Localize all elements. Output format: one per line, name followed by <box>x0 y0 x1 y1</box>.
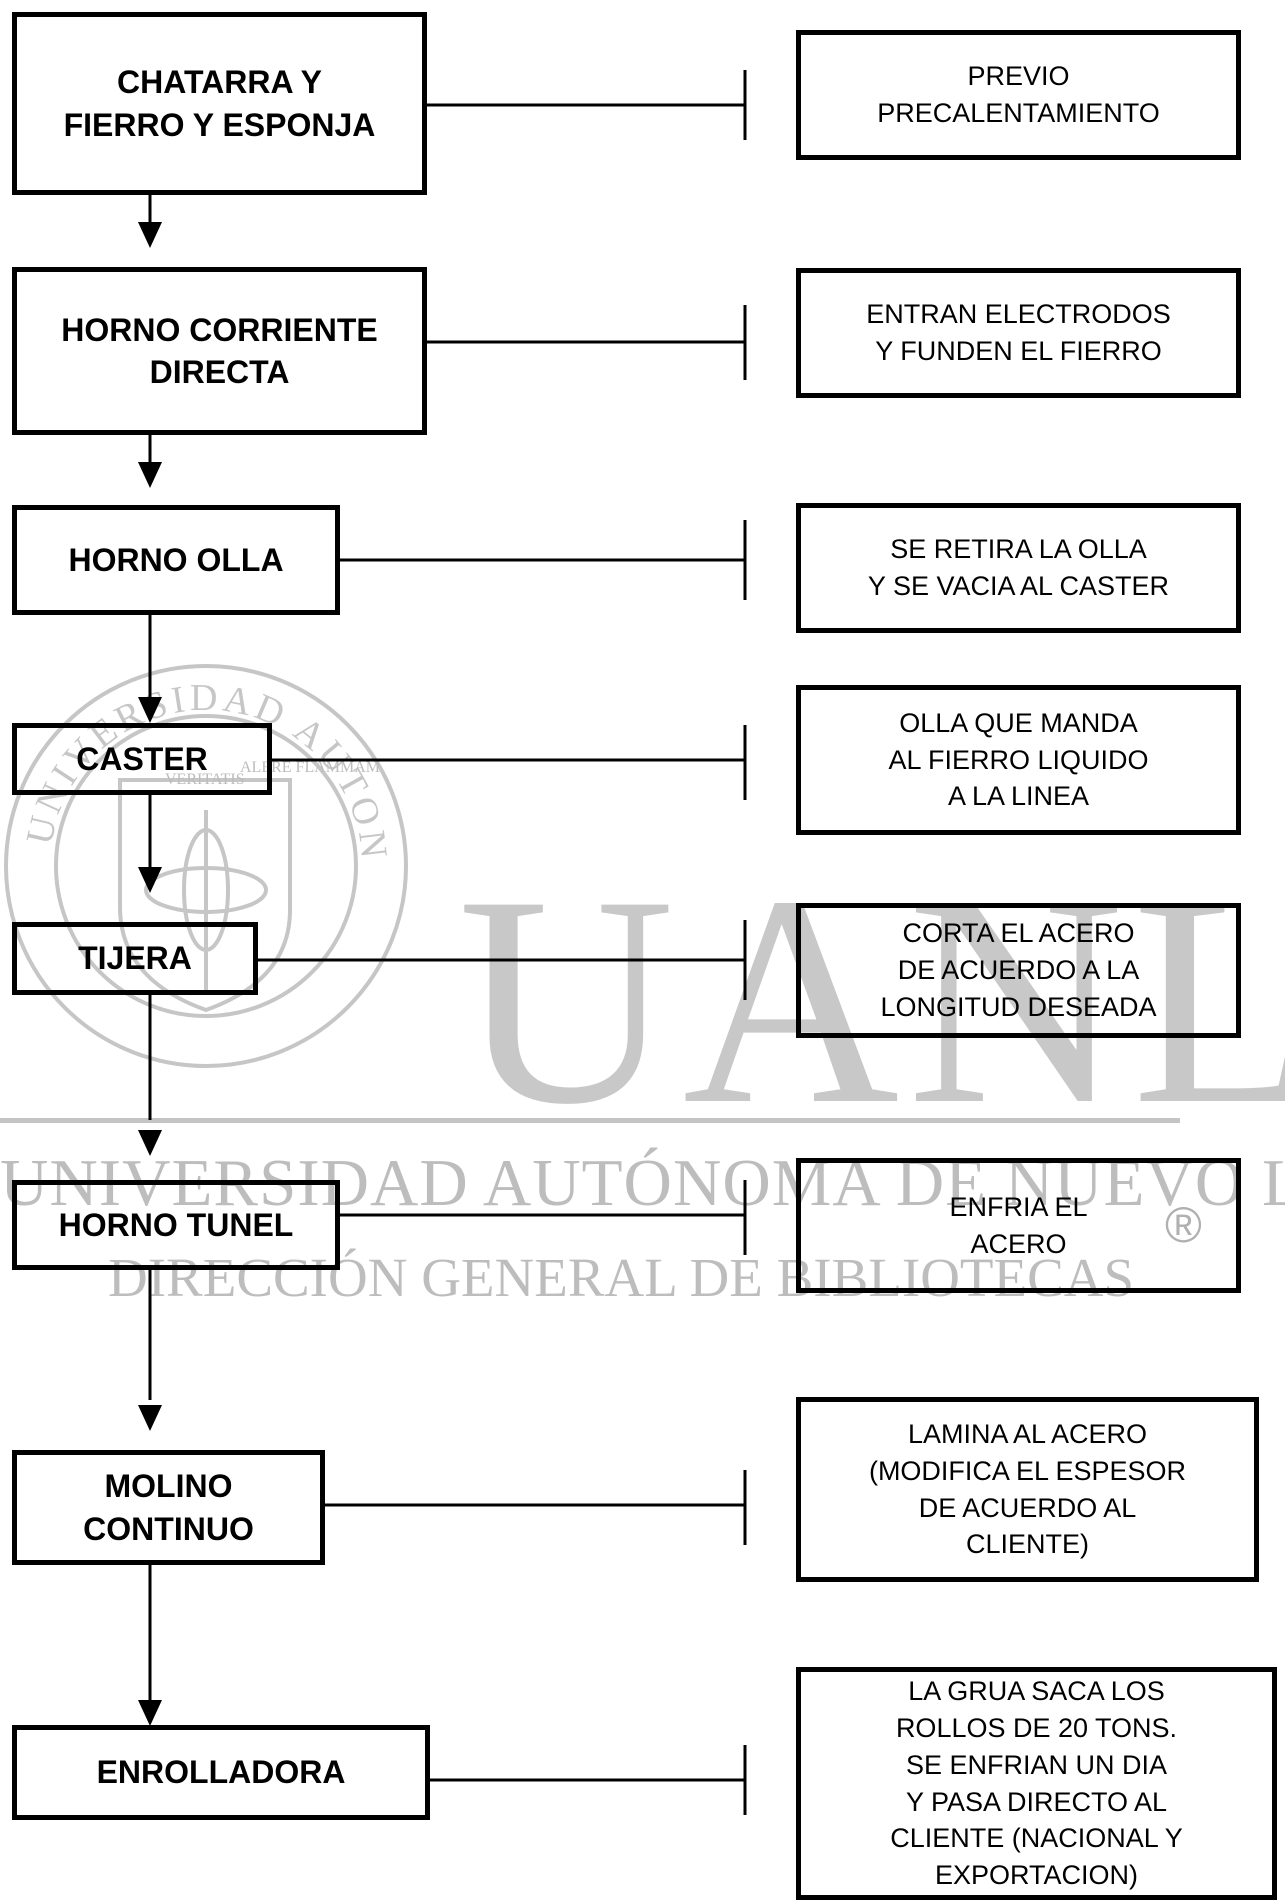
step-box-caster: CASTER <box>12 723 272 795</box>
note-box-retira-olla: SE RETIRA LA OLLA Y SE VACIA AL CASTER <box>796 503 1241 633</box>
flow-arrowhead <box>138 462 162 488</box>
step-text: HORNO TUNEL <box>58 1206 294 1243</box>
step-box-horno-corriente-directa: HORNO CORRIENTE DIRECTA <box>12 267 427 435</box>
note-connector <box>340 1180 747 1255</box>
step-text: TIJERA <box>78 940 192 977</box>
note-text: EXPORTACION) <box>934 1859 1139 1890</box>
note-box-grua: LA GRUA SACA LOS ROLLOS DE 20 TONS. SE E… <box>796 1667 1277 1900</box>
step-box-chatarra: CHATARRA Y FIERRO Y ESPONJA <box>12 12 427 195</box>
step-text: MOLINO <box>104 1468 233 1505</box>
step-text: CASTER <box>76 740 208 777</box>
flow-arrowhead <box>138 222 162 248</box>
university-seal-watermark: UNIVERSIDAD AUTONOMA DE NUEVO LEON ALERE… <box>0 660 408 1068</box>
note-text: LONGITUD DESEADA <box>880 991 1157 1022</box>
note-box-electrodos: ENTRAN ELECTRODOS Y FUNDEN EL FIERRO <box>796 268 1241 398</box>
note-box-enfria: ENFRIA EL ACERO <box>796 1158 1241 1293</box>
note-text: DE ACUERDO A LA <box>897 955 1140 986</box>
step-text: CONTINUO <box>83 1510 254 1547</box>
note-box-olla-manda: OLLA QUE MANDA AL FIERRO LIQUIDO A LA LI… <box>796 685 1241 835</box>
step-text: CHATARRA Y <box>116 64 323 101</box>
step-text: HORNO CORRIENTE <box>61 311 378 348</box>
note-text: PREVIO <box>967 61 1070 92</box>
note-text: ENFRIA EL <box>949 1191 1088 1222</box>
note-text: Y FUNDEN EL FIERRO <box>875 336 1162 366</box>
watermark-divider <box>0 1118 1180 1123</box>
svg-text:ALERE FLAMMAM: ALERE FLAMMAM <box>240 759 380 776</box>
note-text: CLIENTE (NACIONAL Y <box>890 1823 1183 1854</box>
flow-arrowhead <box>138 867 162 893</box>
step-box-horno-tunel: HORNO TUNEL <box>12 1180 340 1270</box>
note-connector <box>258 920 747 1000</box>
step-box-enrolladora: ENROLLADORA <box>12 1725 430 1820</box>
note-connector <box>340 520 747 600</box>
note-box-corta: CORTA EL ACERO DE ACUERDO A LA LONGITUD … <box>796 903 1241 1038</box>
note-text: (MODIFICA EL ESPESOR <box>868 1455 1187 1486</box>
note-box-lamina: LAMINA AL ACERO (MODIFICA EL ESPESOR DE … <box>796 1397 1259 1582</box>
note-connector <box>430 1745 747 1815</box>
flow-arrowhead <box>138 1700 162 1726</box>
flow-arrowhead <box>138 1130 162 1156</box>
step-text: FIERRO Y ESPONJA <box>63 106 376 143</box>
note-connector <box>325 1470 747 1545</box>
flow-arrowhead <box>138 1405 162 1431</box>
note-text: AL FIERRO LIQUIDO <box>888 744 1149 775</box>
note-box-previo: PREVIO PRECALENTAMIENTO <box>796 30 1241 160</box>
step-box-horno-olla: HORNO OLLA <box>12 505 340 615</box>
svg-text:VERITATIS: VERITATIS <box>165 771 245 788</box>
step-text: HORNO OLLA <box>68 541 284 578</box>
note-text: ACERO <box>970 1228 1067 1259</box>
step-box-molino-continuo: MOLINO CONTINUO <box>12 1450 325 1565</box>
step-text: ENROLLADORA <box>96 1754 346 1791</box>
note-text: PRECALENTAMIENTO <box>877 98 1160 128</box>
note-text: CORTA EL ACERO <box>902 918 1135 949</box>
note-text: ROLLOS DE 20 TONS. <box>895 1713 1178 1744</box>
flow-arrowhead <box>138 697 162 723</box>
note-text: SE ENFRIAN UN DIA <box>905 1749 1168 1780</box>
note-connector <box>427 70 747 140</box>
note-text: Y PASA DIRECTO AL <box>905 1786 1168 1817</box>
note-text: ENTRAN ELECTRODOS <box>866 299 1171 330</box>
note-text: SE RETIRA LA OLLA <box>890 534 1147 565</box>
note-text: Y SE VACIA AL CASTER <box>867 571 1170 601</box>
step-text: DIRECTA <box>149 354 290 390</box>
note-text: CLIENTE) <box>965 1529 1090 1560</box>
step-box-tijera: TIJERA <box>12 922 258 995</box>
note-text: OLLA QUE MANDA <box>899 707 1138 738</box>
note-text: DE ACUERDO AL <box>918 1492 1137 1523</box>
note-connector <box>272 725 747 800</box>
note-connector <box>427 305 747 380</box>
note-text: A LA LINEA <box>947 781 1090 812</box>
note-text: LAMINA AL ACERO <box>907 1419 1148 1450</box>
note-text: LA GRUA SACA LOS <box>908 1676 1165 1707</box>
